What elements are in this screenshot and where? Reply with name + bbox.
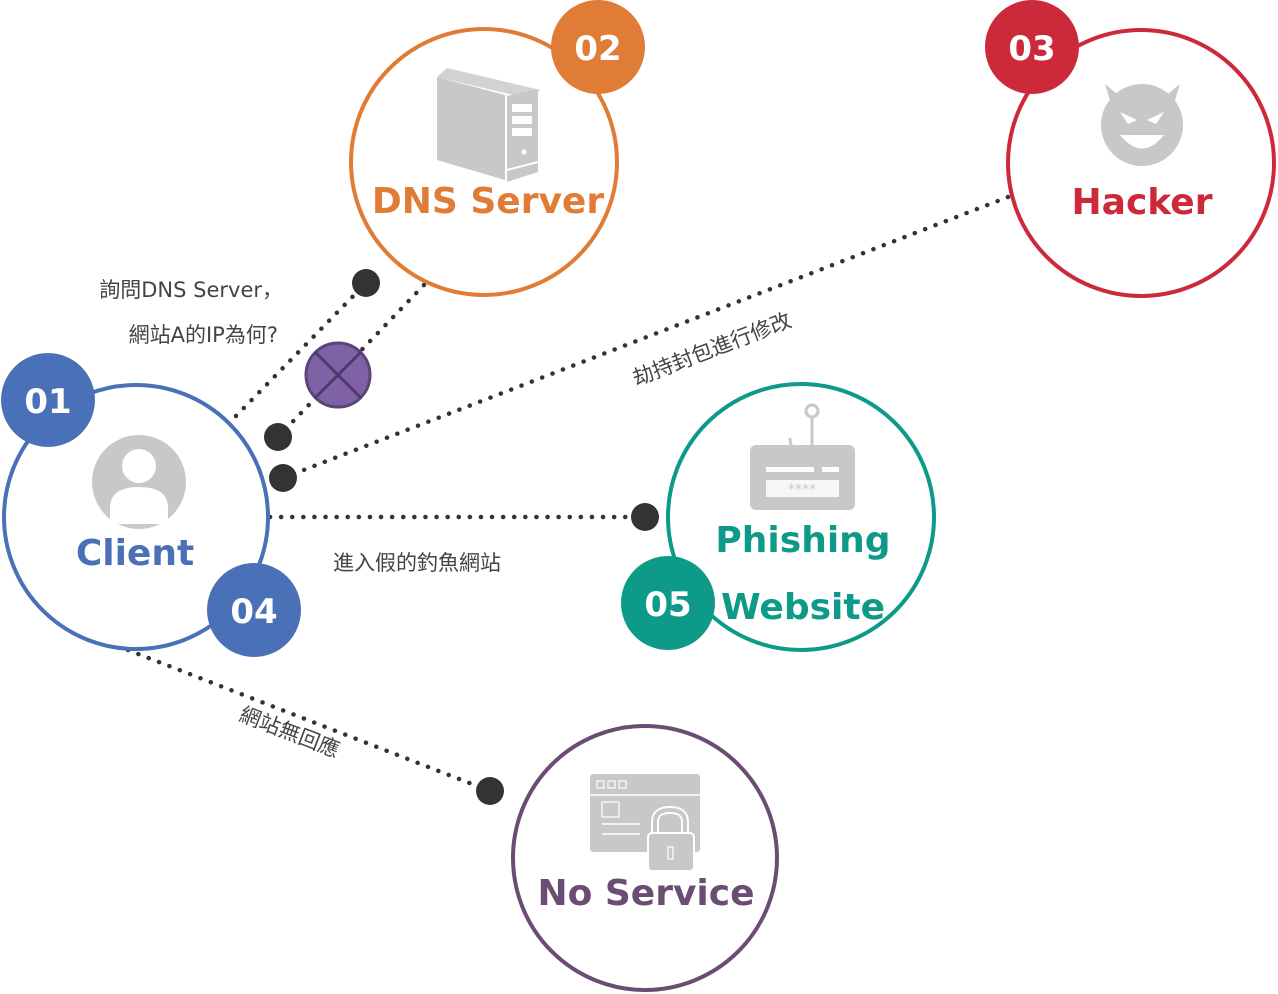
phishing-label-line1: Phishing — [715, 520, 890, 561]
no-service-label: No Service — [537, 873, 754, 914]
hacker-label: Hacker — [1072, 182, 1213, 223]
step-badge-01 — [1, 353, 95, 447]
step-badge-04 — [207, 563, 301, 657]
dns-server-label: DNS Server — [372, 181, 604, 222]
user-icon — [92, 435, 186, 529]
locked-browser-icon — [590, 774, 700, 872]
endpoint-dot — [352, 269, 380, 297]
phishing-label-line2: Website — [721, 587, 885, 628]
step-badge-02 — [551, 0, 645, 94]
connector-hacker-to-client — [280, 194, 1011, 481]
step-badge-02-text: 02 — [574, 29, 621, 69]
step-badge-05-text: 05 — [644, 585, 691, 625]
node-dns-server: DNS Server 02 — [349, 0, 645, 297]
step-badge-03 — [985, 0, 1079, 94]
step-badge-04-text: 04 — [230, 592, 277, 632]
caption-phishing: 進入假的釣魚網站 — [333, 551, 501, 575]
blocked-x-icon — [304, 341, 372, 409]
phishing-hook-icon: **** — [750, 403, 855, 510]
caption-hijack: 劫持封包進行修改 — [629, 308, 794, 391]
node-hacker: Hacker 03 — [985, 0, 1276, 298]
connector-client-to-dns-query — [233, 280, 369, 419]
step-badge-03-text: 03 — [1008, 29, 1055, 69]
node-client: Client 01 04 — [1, 353, 301, 657]
endpoint-dot — [269, 464, 297, 492]
devil-icon — [1101, 84, 1183, 166]
client-label: Client — [76, 533, 194, 574]
endpoint-dot — [264, 423, 292, 451]
step-badge-05 — [621, 556, 715, 650]
caption-dns-query-line1: 詢問DNS Server， — [99, 278, 283, 302]
connector-client-to-noservice — [125, 647, 493, 794]
endpoint-dot — [476, 777, 504, 805]
node-no-service: No Service — [511, 724, 779, 992]
endpoint-dot — [631, 503, 659, 531]
caption-no-response: 網站無回應 — [236, 702, 343, 762]
node-phishing-website: **** Phishing Website 05 — [621, 382, 936, 652]
caption-dns-query-line2: 網站A的IP為何? — [129, 323, 278, 347]
step-badge-01-text: 01 — [24, 382, 71, 422]
connector-dns-to-client-blocked — [275, 282, 427, 440]
server-icon — [437, 68, 540, 182]
svg-text:****: **** — [788, 482, 816, 498]
